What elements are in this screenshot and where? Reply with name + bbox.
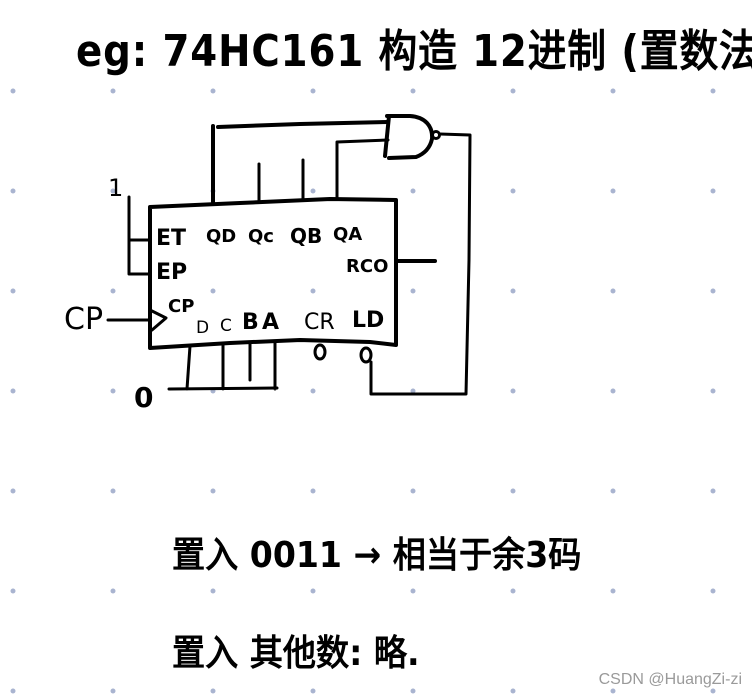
enable-input-label: 1 xyxy=(108,174,124,202)
pin-label-qd: QD xyxy=(206,226,237,247)
pin-label-qc: Qc xyxy=(248,226,274,247)
nand-output-wire xyxy=(369,132,472,396)
clock-triangle-icon xyxy=(148,308,168,332)
nand-bubble-icon xyxy=(431,130,441,140)
data-inputs-wire xyxy=(167,340,279,391)
pin-label-b: B xyxy=(242,310,259,335)
enable-wire xyxy=(127,195,152,276)
qd-to-nand-wire xyxy=(216,120,390,129)
dot-grid xyxy=(10,88,716,694)
nand-gate-icon xyxy=(383,114,435,160)
data-input-label: 0 xyxy=(134,381,154,414)
page-title: eg: 74HC161 构造 12进制 (置数法 xyxy=(76,26,752,77)
pin-label-rco: RCO xyxy=(346,256,389,277)
pin-label-qb: QB xyxy=(290,224,323,248)
ld-bubble-icon xyxy=(359,346,373,364)
clock-input-label: CP xyxy=(64,302,104,337)
pin-label-c: C xyxy=(220,316,232,336)
pin-label-a: A xyxy=(262,310,280,335)
watermark: CSDN @HuangZi-zi xyxy=(598,671,742,688)
pin-label-ld: LD xyxy=(352,308,385,333)
note-preset-0011: 置入 0011 → 相当于余3码 xyxy=(172,535,582,576)
pin-label-cp: CP xyxy=(168,296,195,317)
pin-label-ep: EP xyxy=(156,260,188,285)
pin-label-cr: CR xyxy=(304,310,335,335)
pin-label-d: D xyxy=(196,318,210,338)
qa-wire xyxy=(335,138,390,201)
pin-label-qa: QA xyxy=(333,224,363,245)
note-preset-other: 置入 其他数: 略. xyxy=(172,633,420,674)
cr-bubble-icon xyxy=(313,343,327,361)
pin-label-et: ET xyxy=(156,226,187,251)
